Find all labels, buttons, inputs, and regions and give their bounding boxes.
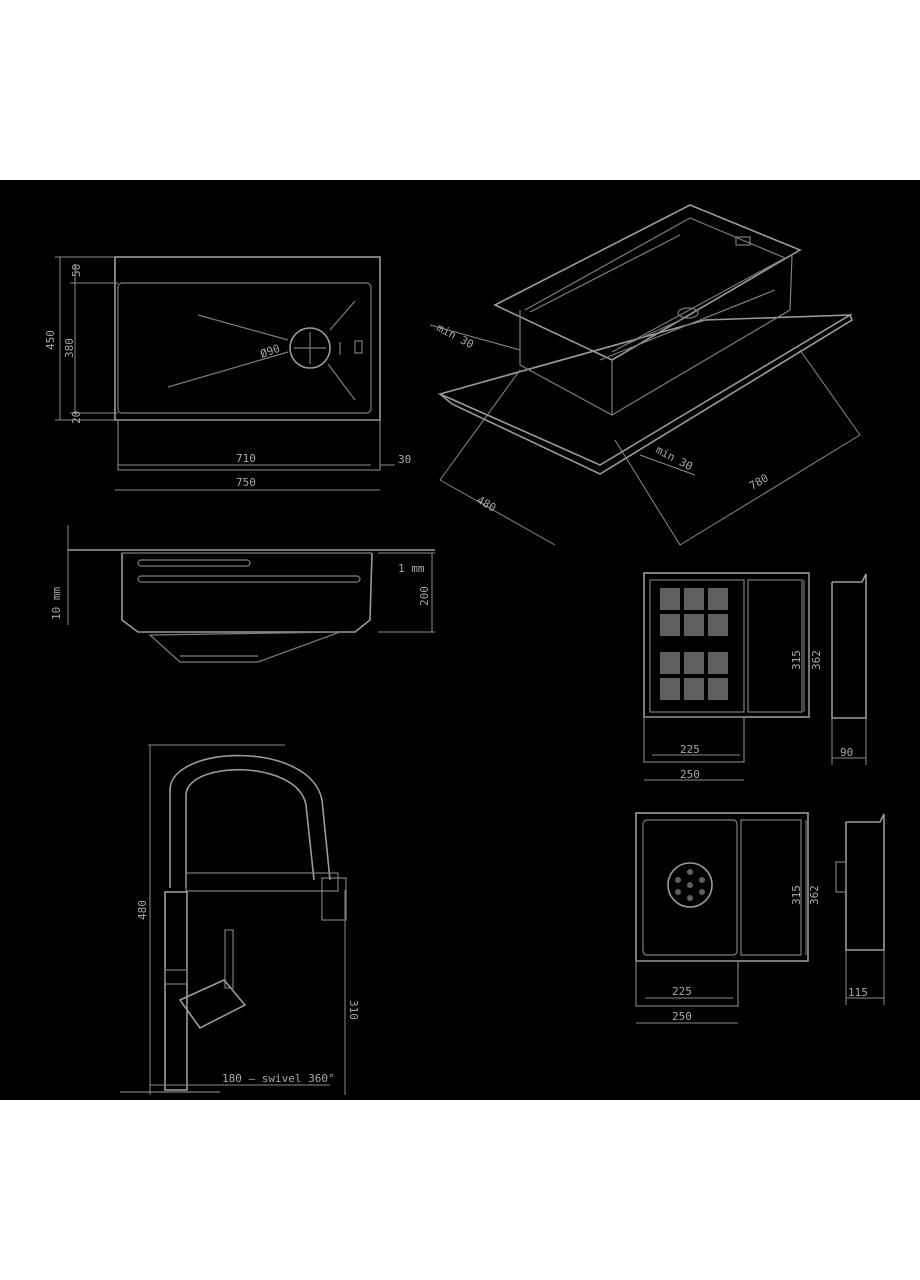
faucet-spout <box>169 754 331 888</box>
technical-drawing: 450 380 50 20 Ø90 710 750 30 480 780 min… <box>44 204 885 1095</box>
faucet-reach-label: 180 – swivel 360° <box>222 1072 335 1085</box>
colander-depth-label: 90 <box>840 746 853 759</box>
side-view: 10 mm 1 mm 200 <box>50 525 435 663</box>
isometric-view: 480 780 min 30 min 30 <box>429 204 861 546</box>
sink-inner-width-label: 710 <box>236 452 256 465</box>
tray-view: 225 250 315 362 115 <box>635 812 885 1024</box>
colander-view: 225 250 315 362 90 <box>643 572 867 781</box>
rim-label: 1 mm <box>398 562 425 575</box>
drain-circle <box>289 327 331 369</box>
drawing-panel: 450 380 50 20 Ø90 710 750 30 480 780 min… <box>0 180 920 1100</box>
iso-margin-a-label: min 30 <box>435 321 476 351</box>
tray-outline <box>635 812 809 962</box>
sink-rim <box>493 204 802 361</box>
colander-basket <box>649 579 745 713</box>
faucet-body <box>164 891 188 1091</box>
tray-height-label: 362 <box>808 885 821 905</box>
sink-inner-height-label: 380 <box>63 338 76 358</box>
tray-drain <box>667 862 713 908</box>
sink-outline <box>114 256 381 421</box>
colander-width-label: 250 <box>680 768 700 781</box>
colander-inner-width-label: 225 <box>680 743 700 756</box>
mounting-label: 10 mm <box>50 587 63 620</box>
sink-side-offset-label: 30 <box>398 453 411 466</box>
tray-width-label: 250 <box>672 1010 692 1023</box>
iso-margin-b-label: min 30 <box>654 443 695 473</box>
faucet-view: 480 310 180 – swivel 360° <box>120 744 360 1095</box>
colander-height-label: 362 <box>810 650 823 670</box>
faucet-lever <box>178 979 247 1030</box>
sink-bottom-offset-label: 20 <box>70 411 83 424</box>
tray-drain-holes <box>675 869 705 901</box>
sink-basin <box>117 282 372 414</box>
sink-front-panel <box>117 419 381 471</box>
sink-top-offset-label: 50 <box>70 264 83 277</box>
side-depth-label: 200 <box>418 586 431 606</box>
colander-side <box>831 573 867 719</box>
tray-inner-width-label: 225 <box>672 985 692 998</box>
colander-inner-height-label: 315 <box>790 650 803 670</box>
tray-basin <box>642 819 738 956</box>
countertop-top <box>437 314 854 466</box>
iso-length-label: 780 <box>747 471 771 492</box>
drain-label: Ø90 <box>259 342 282 361</box>
sink-top-view: 450 380 50 20 Ø90 710 750 30 <box>44 256 411 491</box>
faucet-spout-label: 310 <box>347 1000 360 1020</box>
sink-height-label: 450 <box>44 330 57 350</box>
tray-side <box>845 813 885 951</box>
faucet-height-label: 480 <box>136 900 149 920</box>
tray-inner-height-label: 315 <box>790 885 803 905</box>
colander-holes <box>660 588 728 700</box>
tray-depth-label: 115 <box>848 986 868 999</box>
sink-width-label: 750 <box>236 476 256 489</box>
